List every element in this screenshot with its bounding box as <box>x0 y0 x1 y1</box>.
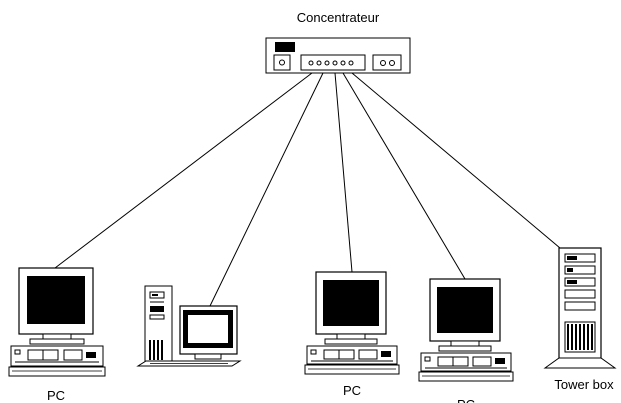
link-hub-tower <box>351 72 561 249</box>
link-hub-workstation <box>209 72 324 307</box>
tower-box-label: Tower box <box>554 377 614 392</box>
pc-2-label: PC <box>343 383 361 398</box>
pc-3-icon <box>418 278 514 382</box>
link-hub-pc-3 <box>342 72 466 280</box>
pc-1-label: PC <box>47 388 65 403</box>
hub-icon <box>265 37 411 74</box>
link-hub-pc-2 <box>334 72 353 273</box>
connection-lines <box>54 72 561 307</box>
pc-3-label: PC <box>457 397 475 403</box>
link-hub-pc-1 <box>54 72 313 269</box>
tower-box-icon <box>543 247 617 369</box>
hub-label: Concentrateur <box>297 10 380 25</box>
pc-2-icon <box>304 271 400 375</box>
pc-1-icon <box>8 267 106 377</box>
workstation-icon <box>136 285 242 367</box>
